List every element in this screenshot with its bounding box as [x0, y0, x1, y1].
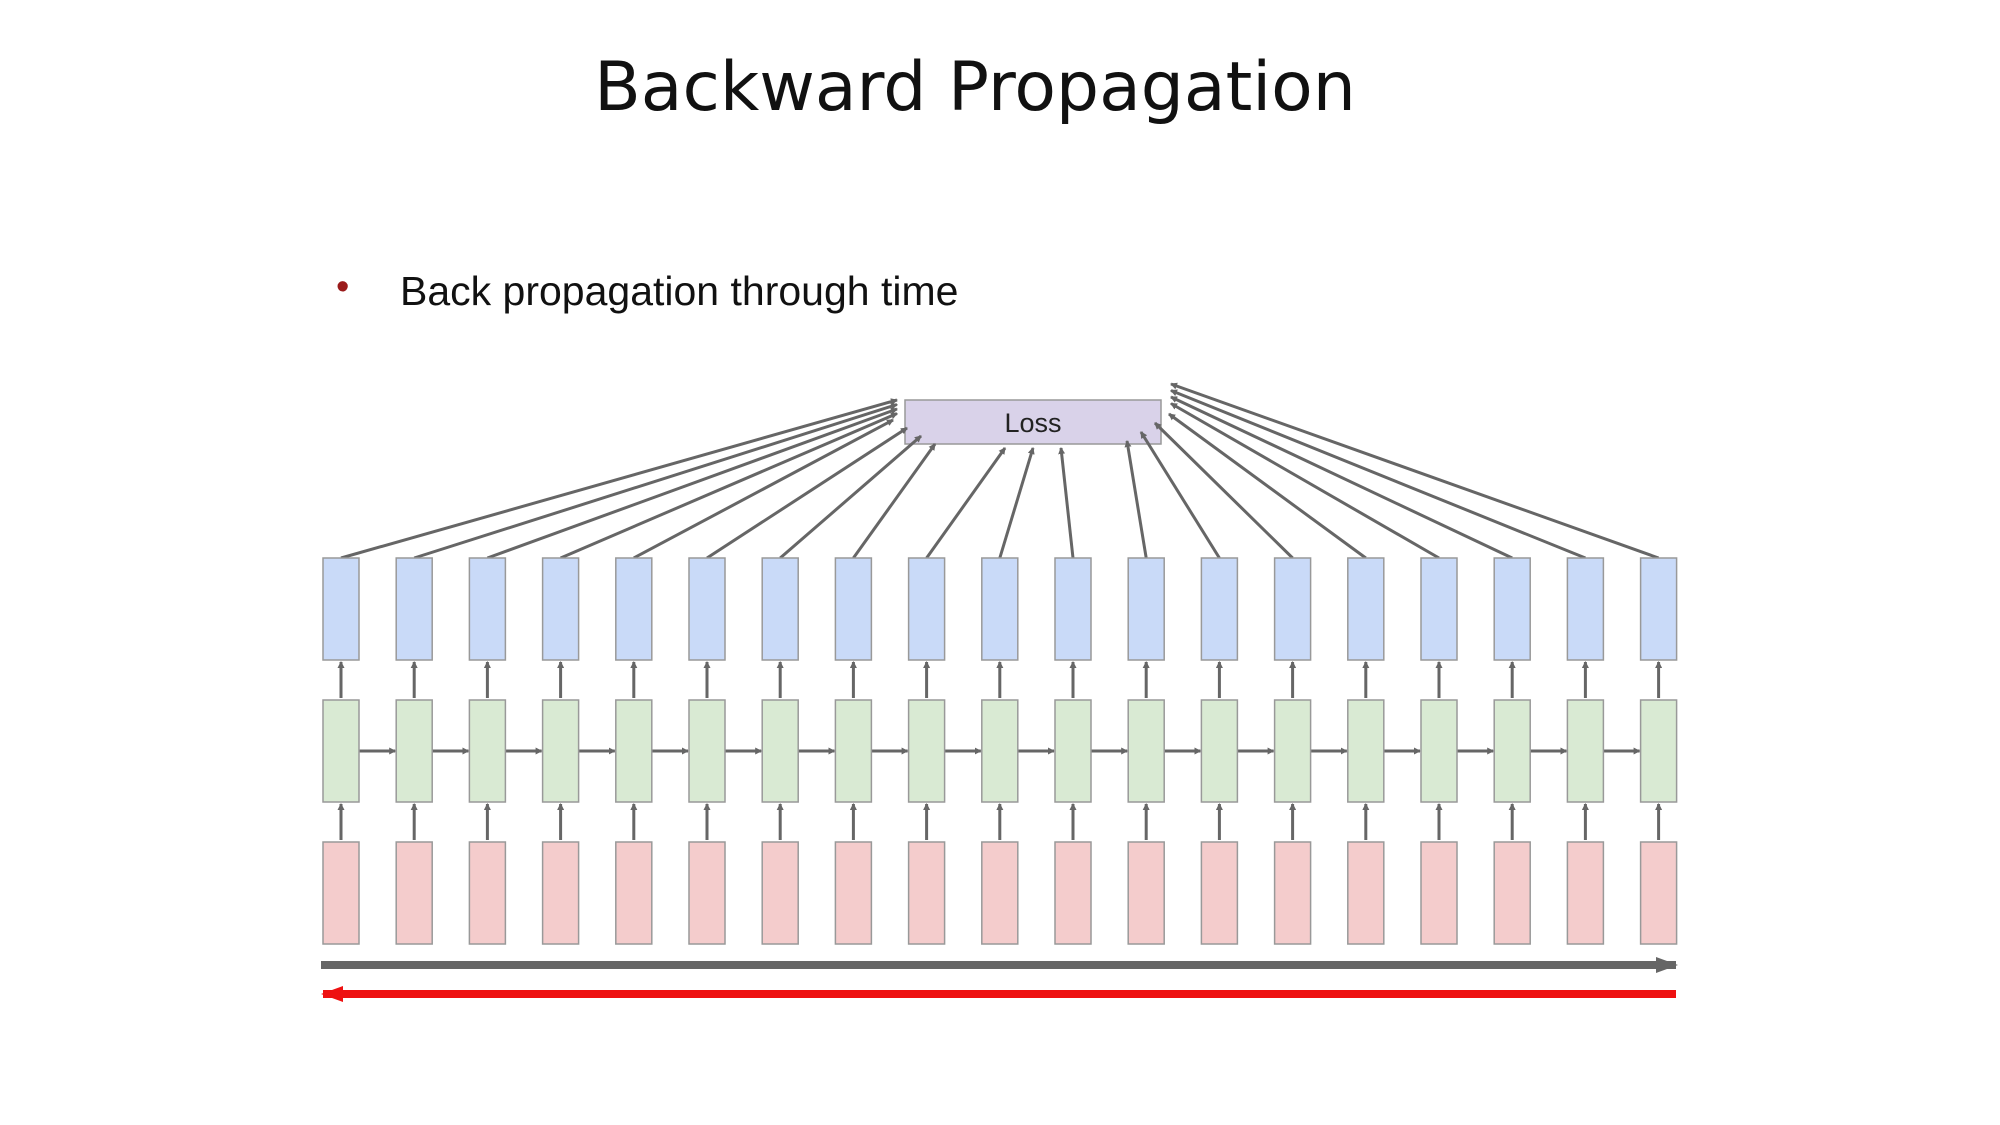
input-box: [834, 841, 873, 945]
input-box: [468, 841, 507, 945]
output-box: [1200, 557, 1239, 661]
input-box: [981, 841, 1019, 945]
hidden-state-box: [1493, 699, 1531, 803]
hidden-state-box: [1639, 699, 1678, 803]
output-box: [1127, 557, 1165, 661]
output-to-loss-arrow: [560, 412, 898, 560]
hidden-state-box: [688, 699, 726, 803]
input-layer: [322, 841, 1678, 945]
output-to-loss-arrow: [706, 426, 908, 560]
hidden-state-box: [1347, 699, 1385, 803]
output-to-loss-arrow: [340, 398, 898, 560]
output-to-loss-arrow: [1124, 440, 1148, 559]
input-box: [761, 841, 799, 945]
output-box: [615, 557, 653, 661]
output-box: [834, 557, 873, 661]
output-to-loss-arrow: [1168, 412, 1367, 560]
input-box: [1200, 841, 1239, 945]
output-box: [541, 557, 580, 661]
hidden-state-box: [1566, 699, 1605, 803]
output-to-loss-arrow: [1170, 389, 1586, 560]
output-to-loss-arrow: [1170, 395, 1513, 560]
input-box: [615, 841, 653, 945]
output-box: [1273, 557, 1312, 661]
hidden-state-box: [322, 699, 360, 803]
slide-title: Backward Propagation: [594, 48, 1356, 127]
hidden-state-box: [1054, 699, 1092, 803]
output-to-loss-arrow: [1153, 421, 1294, 560]
output-box: [322, 557, 360, 661]
loss-node: Loss: [904, 399, 1162, 445]
output-to-loss-arrow: [779, 434, 922, 560]
output-layer: [322, 557, 1678, 661]
output-box: [1639, 557, 1678, 661]
output-to-loss-arrows: [340, 382, 1660, 560]
vertical-arrows: [337, 661, 1663, 840]
output-box: [468, 557, 507, 661]
output-to-loss-arrow: [413, 402, 898, 560]
hidden-state-box: [395, 699, 433, 803]
output-box: [1493, 557, 1531, 661]
bullet-text: Back propagation through time: [400, 268, 959, 314]
output-to-loss-arrow: [1170, 382, 1660, 560]
input-box: [688, 841, 726, 945]
output-box: [1566, 557, 1605, 661]
output-to-loss-arrow: [1139, 431, 1221, 559]
hidden-state-box: [1127, 699, 1165, 803]
output-box: [981, 557, 1019, 661]
input-box: [907, 841, 946, 945]
hidden-state-box: [541, 699, 580, 803]
hidden-state-box: [615, 699, 653, 803]
input-box: [1420, 841, 1458, 945]
output-box: [688, 557, 726, 661]
input-box: [1639, 841, 1678, 945]
input-box: [1493, 841, 1531, 945]
output-box: [761, 557, 799, 661]
input-box: [1127, 841, 1165, 945]
input-box: [541, 841, 580, 945]
loss-box: [904, 399, 1162, 445]
bullet-dot-icon: •: [336, 266, 350, 308]
hidden-state-box: [981, 699, 1019, 803]
output-to-loss-arrow: [925, 447, 1007, 559]
hidden-state-box: [1273, 699, 1312, 803]
hidden-state-box: [468, 699, 507, 803]
output-to-loss-arrow: [1058, 447, 1075, 559]
output-box: [1420, 557, 1458, 661]
output-box: [907, 557, 946, 661]
input-box: [1347, 841, 1385, 945]
output-to-loss-arrow: [852, 443, 937, 559]
input-box: [1566, 841, 1605, 945]
output-box: [395, 557, 433, 661]
loss-label: Loss: [1004, 408, 1061, 438]
hidden-state-box: [1200, 699, 1239, 803]
output-to-loss-arrow: [1170, 402, 1440, 560]
input-box: [1273, 841, 1312, 945]
hidden-state-box: [907, 699, 946, 803]
output-to-loss-arrow: [486, 407, 898, 560]
input-box: [1054, 841, 1092, 945]
hidden-state-box: [761, 699, 799, 803]
hidden-state-box: [834, 699, 873, 803]
output-to-loss-arrow: [633, 418, 894, 560]
output-to-loss-arrow: [998, 447, 1035, 559]
hidden-layer: [322, 699, 1678, 803]
input-box: [322, 841, 360, 945]
hidden-state-box: [1420, 699, 1458, 803]
output-box: [1347, 557, 1385, 661]
output-box: [1054, 557, 1092, 661]
input-box: [395, 841, 433, 945]
